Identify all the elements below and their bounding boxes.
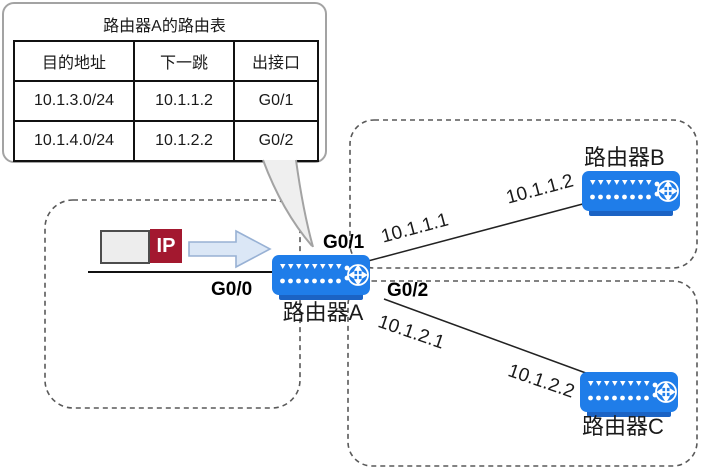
router-b-icon xyxy=(582,171,680,216)
cell-next-hop: 10.1.2.2 xyxy=(133,120,235,162)
router-a-label: 路由器A xyxy=(282,300,364,325)
column-header-next-hop: 下一跳 xyxy=(133,40,235,82)
column-header-interface: 出接口 xyxy=(233,40,319,82)
interface-label-g0-2: G0/2 xyxy=(387,280,429,301)
routing-table-row: 10.1.3.0/24 10.1.1.2 G0/1 xyxy=(13,80,319,122)
cell-interface: G0/1 xyxy=(233,80,319,122)
column-header-destination: 目的地址 xyxy=(13,40,135,82)
source-network-dashed-box xyxy=(44,199,301,409)
flow-arrow-icon xyxy=(188,229,272,269)
interface-label-g0-0: G0/0 xyxy=(211,279,253,300)
router-b-network-dashed-box xyxy=(349,119,698,269)
link-router-a-to-b xyxy=(367,200,595,262)
router-a-icon xyxy=(272,255,370,300)
interface-label-g0-1: G0/1 xyxy=(323,232,365,253)
router-b-label: 路由器B xyxy=(584,145,665,170)
router-c-network-dashed-box xyxy=(347,280,698,467)
router-c-label: 路由器C xyxy=(582,414,664,439)
cell-interface: G0/2 xyxy=(233,120,319,162)
ip-packet-badge: IP xyxy=(150,229,182,263)
callout-tail xyxy=(262,159,314,248)
cell-destination: 10.1.4.0/24 xyxy=(13,120,135,162)
router-c-icon xyxy=(580,372,678,417)
cell-next-hop: 10.1.1.2 xyxy=(133,80,235,122)
routing-table-title: 路由器A的路由表 xyxy=(103,18,226,35)
link-router-a-to-c xyxy=(383,298,595,377)
packet-frame xyxy=(100,230,150,264)
routing-table-row: 10.1.4.0/24 10.1.2.2 G0/2 xyxy=(13,120,319,162)
routing-table-callout: 路由器A的路由表 目的地址 下一跳 出接口 10.1.3.0/24 10.1.1… xyxy=(2,2,327,163)
routing-table-header-row: 目的地址 下一跳 出接口 xyxy=(13,40,319,82)
routing-table: 目的地址 下一跳 出接口 10.1.3.0/24 10.1.1.2 G0/1 1… xyxy=(13,40,319,162)
cell-destination: 10.1.3.0/24 xyxy=(13,80,135,122)
